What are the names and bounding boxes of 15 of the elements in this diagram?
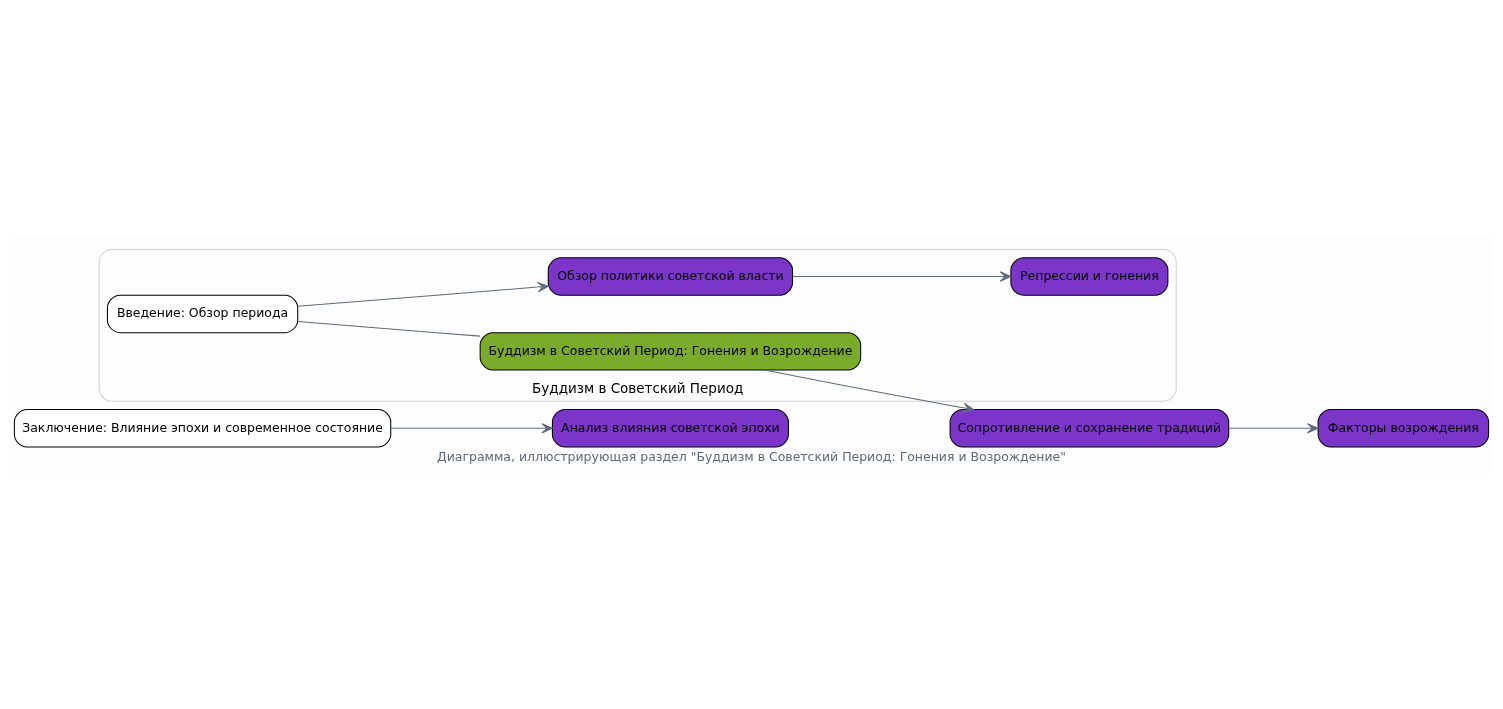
node-box: Буддизм в Советский Период: Гонения и Возрождение (479, 331, 862, 371)
arrow (390, 422, 553, 433)
arrow (297, 281, 549, 307)
node-box: Факторы возрождения (1317, 408, 1490, 448)
arrow (792, 270, 1012, 282)
node-box: Сопротивление и сохранение традиций (949, 408, 1230, 448)
caption: Диаграмма, иллюстрирующая раздел "Буддизм в Советский Период: Гонения и Возрождение" (436, 448, 1067, 464)
node-box: Введение: Обзор периода (106, 294, 299, 333)
node-box: Репрессии и гонения (1010, 256, 1169, 296)
node-box: Анализ влияния советской эпохи (551, 408, 789, 448)
node-box: Заключение: Влияние эпохи и современное состояние (13, 408, 392, 448)
arrow (764, 369, 975, 413)
connector (297, 320, 481, 337)
node-box: Обзор политики советской власти (547, 256, 794, 296)
arrow (1228, 422, 1319, 433)
